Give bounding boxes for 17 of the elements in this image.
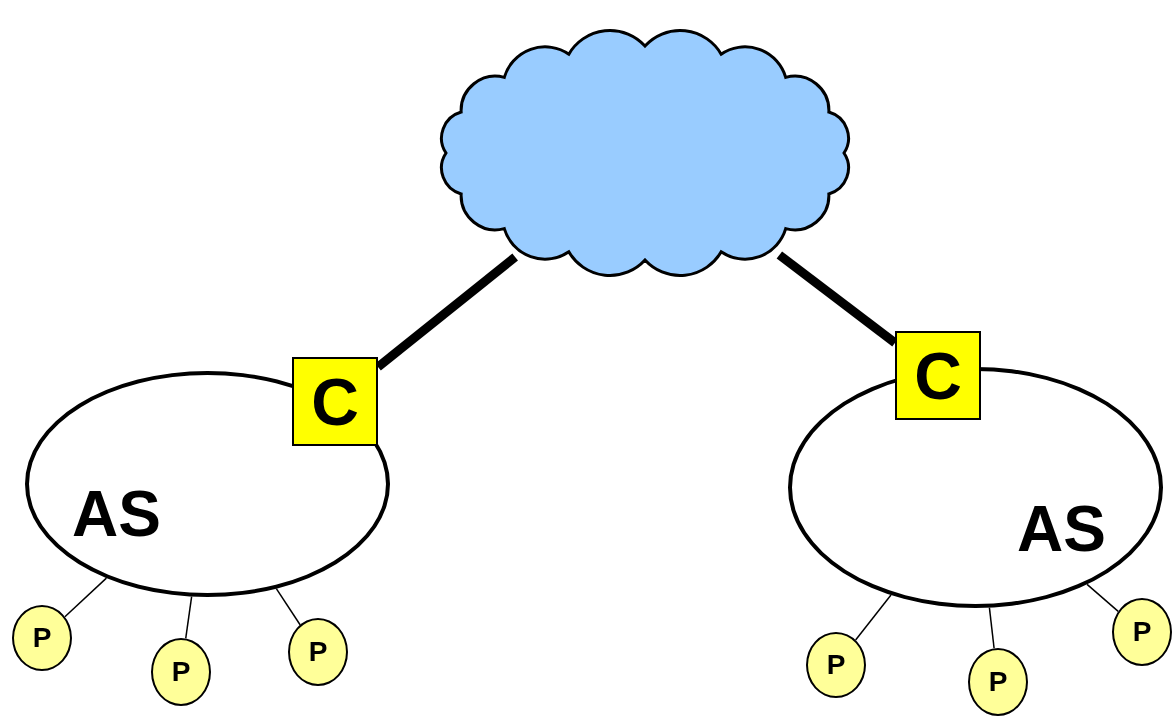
link-line: [275, 587, 301, 626]
peer-circle: P: [151, 638, 211, 706]
peer-circle: P: [968, 648, 1028, 716]
component-square: C: [292, 357, 378, 446]
link-line: [1086, 583, 1119, 613]
peer-circle: P: [12, 605, 72, 671]
component-square: C: [895, 331, 981, 420]
link-line: [185, 595, 193, 640]
peer-circle: P: [288, 618, 348, 686]
peer-circle: P: [806, 632, 866, 698]
node-label: AS: [72, 482, 161, 546]
link-line: [854, 594, 892, 641]
system-ellipse: [25, 371, 390, 597]
node-label: AS: [1017, 497, 1106, 561]
link-line: [988, 606, 995, 650]
peer-circle: P: [1112, 598, 1172, 666]
link-line: [64, 577, 108, 618]
